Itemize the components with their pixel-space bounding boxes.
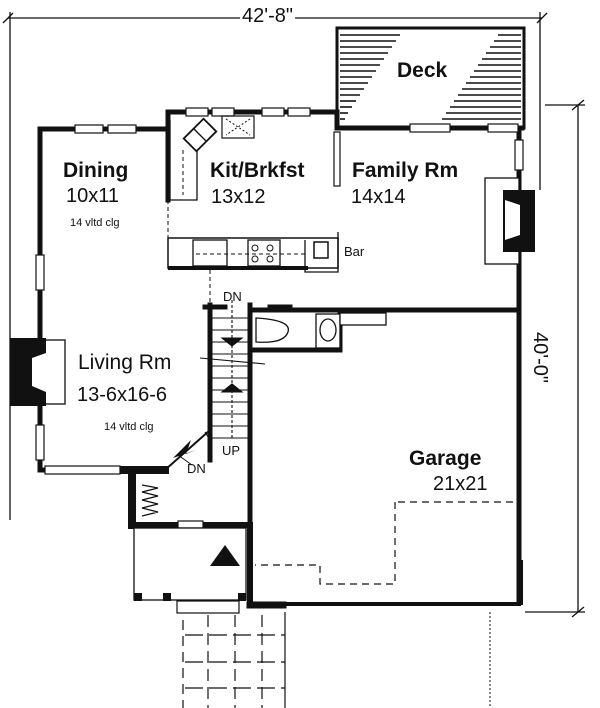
- room-garage-size: 21x21: [433, 473, 488, 495]
- windows: [35, 107, 524, 529]
- stairs: [199, 300, 266, 441]
- overall-depth-label: 40'-0": [529, 330, 551, 385]
- fireplace-family: [484, 177, 535, 265]
- room-deck-name: Deck: [397, 59, 448, 82]
- front-porch: [133, 527, 247, 614]
- stair-down-label: DN: [223, 289, 242, 304]
- bar-label: Bar: [344, 244, 365, 259]
- kitchen-counters: [167, 115, 339, 305]
- entry-arrow: [173, 440, 196, 466]
- room-living-size: 13-6x16-6: [77, 384, 168, 406]
- garage-door-jamb: [517, 560, 523, 605]
- walkway-pavers: [182, 612, 286, 708]
- room-dining-size: 10x11: [66, 185, 120, 207]
- kitchen-divider: [333, 131, 341, 187]
- overall-width-label: 42'-8": [240, 5, 295, 27]
- garage-steps: [255, 501, 517, 585]
- room-dining-name: Dining: [63, 159, 129, 182]
- closet: [141, 484, 159, 517]
- room-dining-note: 14 vltd clg: [70, 217, 120, 229]
- room-living-note: 14 vltd clg: [104, 421, 154, 433]
- room-family-size: 14x14: [351, 186, 406, 208]
- room-living-name: Living Rm: [78, 351, 172, 374]
- room-garage-name: Garage: [409, 447, 482, 470]
- powder-room-fixtures: [255, 312, 387, 349]
- room-kitchen-name: Kit/Brkfst: [210, 159, 305, 182]
- depth-dimension-line: [525, 99, 585, 618]
- entry-down-label: DN: [187, 461, 206, 476]
- fireplace-living: [10, 338, 66, 406]
- room-kitchen-size: 13x12: [211, 186, 266, 208]
- stair-up-label: UP: [222, 443, 241, 458]
- room-family-name: Family Rm: [352, 159, 459, 182]
